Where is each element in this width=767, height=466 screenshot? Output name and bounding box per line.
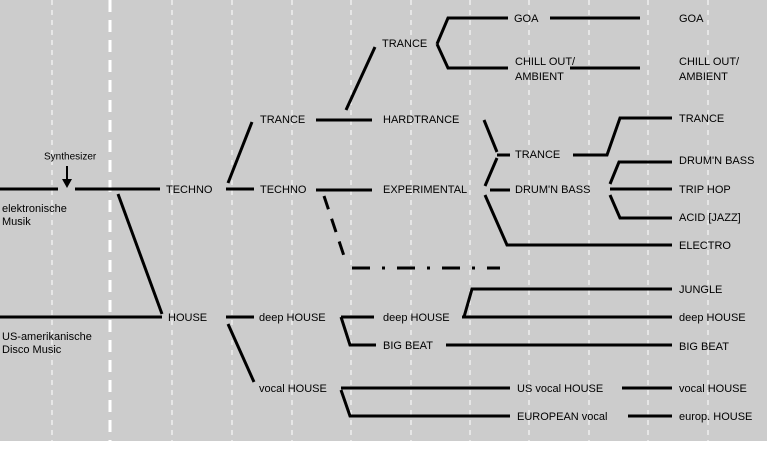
node-trip-hop: TRIP HOP bbox=[679, 184, 731, 196]
node-trance-l5: TRANCE bbox=[679, 113, 724, 125]
node-techno: TECHNO bbox=[166, 184, 213, 196]
root-disco-label: US-amerikanische bbox=[2, 331, 92, 343]
node-trance-l4: TRANCE bbox=[515, 149, 560, 161]
node-experimental: EXPERIMENTAL bbox=[383, 184, 467, 196]
node-big-beat-l5: BIG BEAT bbox=[679, 341, 729, 353]
labels: Synthesizer elektronische Musik US-ameri… bbox=[2, 13, 754, 423]
node-jungle: JUNGLE bbox=[679, 284, 722, 296]
node-goa-l4: GOA bbox=[514, 13, 539, 25]
node-vocal-house-l2: vocal HOUSE bbox=[259, 383, 327, 395]
synthesizer-arrow-icon bbox=[62, 166, 72, 188]
root-disco-label-2: Disco Music bbox=[2, 344, 62, 356]
node-drum-n-bass-l4: DRUM'N BASS bbox=[515, 184, 590, 196]
node-trance-l3: TRANCE bbox=[382, 38, 427, 50]
node-chill-l4: CHILL OUT/ bbox=[515, 56, 576, 68]
node-goa-l5: GOA bbox=[679, 13, 704, 25]
node-chill-l4-2: AMBIENT bbox=[515, 71, 564, 83]
node-deep-house-l3: deep HOUSE bbox=[383, 312, 450, 324]
node-acid-jazz: ACID [JAZZ] bbox=[679, 212, 741, 224]
synthesizer-label: Synthesizer bbox=[44, 152, 97, 163]
node-electro: ELECTRO bbox=[679, 240, 731, 252]
node-chill-l5-2: AMBIENT bbox=[679, 71, 728, 83]
node-deep-house-l5: deep HOUSE bbox=[679, 312, 746, 324]
node-trance-l2: TRANCE bbox=[260, 114, 305, 126]
connector-lines bbox=[0, 16, 672, 418]
diagram-background bbox=[0, 0, 767, 441]
node-europ-house: europ. HOUSE bbox=[679, 411, 752, 423]
node-hardtrance: HARDTRANCE bbox=[383, 114, 459, 126]
node-house: HOUSE bbox=[168, 312, 207, 324]
node-european-vocal: EUROPEAN vocal bbox=[517, 411, 607, 423]
node-us-vocal-house: US vocal HOUSE bbox=[517, 383, 603, 395]
root-electronic-label: elektronische bbox=[2, 203, 67, 215]
root-electronic-label-2: Musik bbox=[2, 216, 31, 228]
node-vocal-house-l5: vocal HOUSE bbox=[679, 383, 747, 395]
grid-lines bbox=[51, 0, 709, 441]
node-chill-l5: CHILL OUT/ bbox=[679, 56, 740, 68]
node-drum-n-bass-l5: DRUM'N BASS bbox=[679, 155, 754, 167]
node-deep-house-l2: deep HOUSE bbox=[259, 312, 326, 324]
node-big-beat-l3: BIG BEAT bbox=[383, 340, 433, 352]
node-techno-l2: TECHNO bbox=[260, 184, 307, 196]
